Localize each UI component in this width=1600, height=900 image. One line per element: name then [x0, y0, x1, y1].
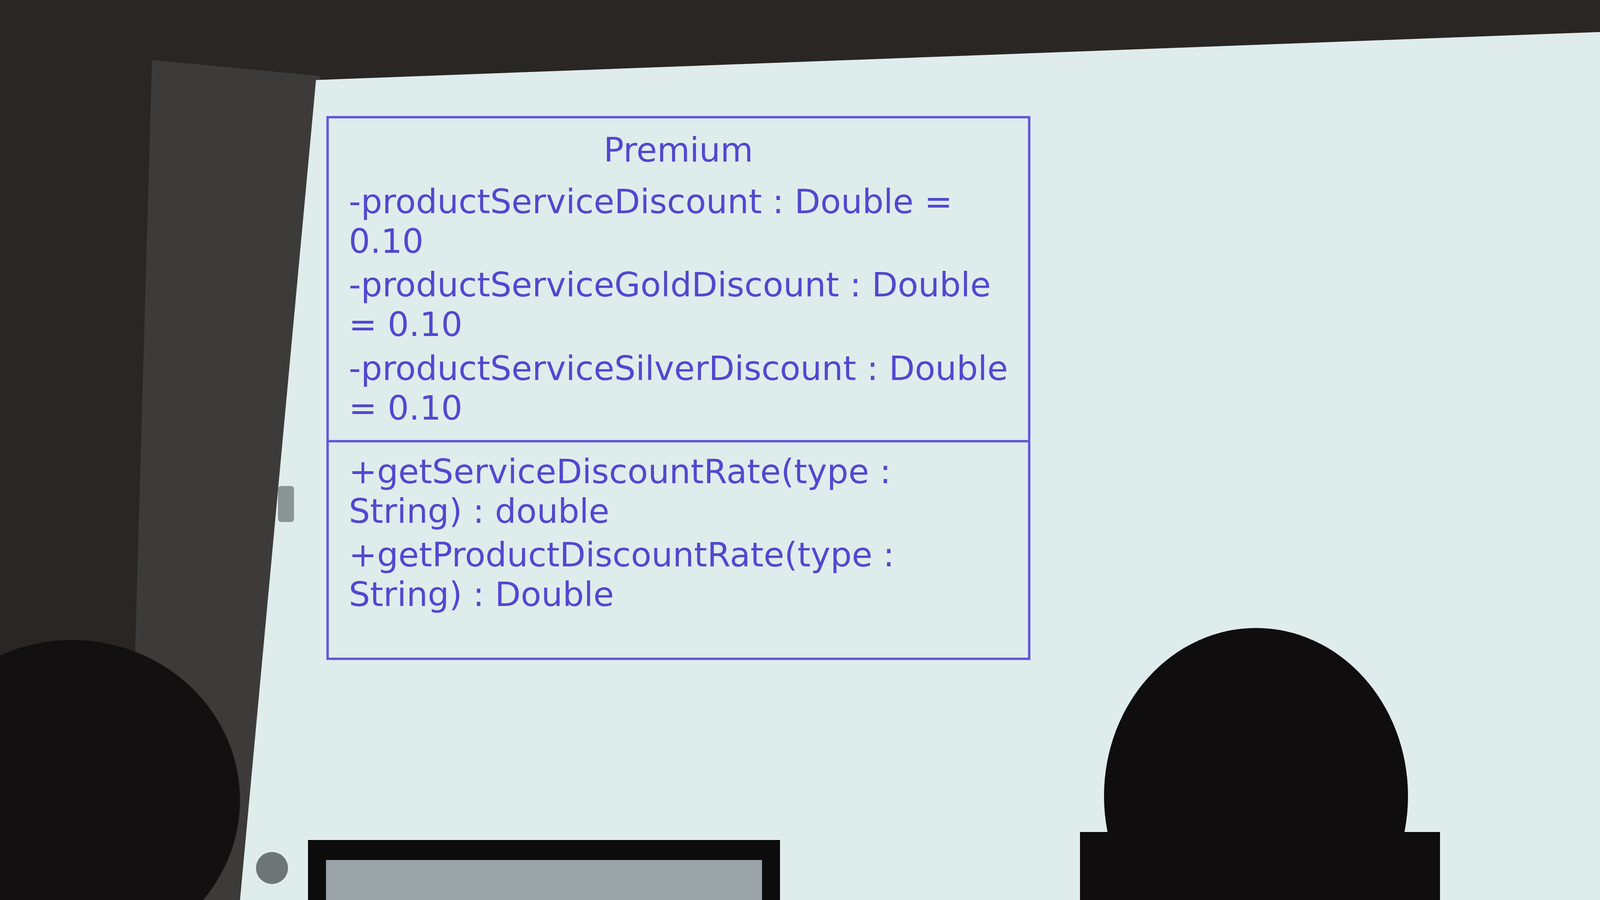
screen-icon — [256, 852, 288, 884]
method: +getServiceDiscountRate(type : String) :… — [348, 452, 1008, 532]
head-silhouette — [0, 640, 240, 900]
attribute: -productServiceGoldDiscount : Double = 0… — [348, 265, 1008, 345]
class-box: Premium -productServiceDiscount : Double … — [326, 116, 1031, 660]
attribute: -productServiceSilverDiscount : Double =… — [348, 348, 1008, 428]
class-name: Premium — [348, 130, 1008, 170]
attribute: -productServiceDiscount : Double = 0.10 — [348, 182, 1008, 262]
laptop — [308, 840, 780, 900]
shoulder-silhouette — [1080, 832, 1440, 900]
screen-tab — [278, 486, 294, 522]
compartment-divider — [328, 440, 1028, 443]
method: +getProductDiscountRate(type : String) :… — [348, 535, 1008, 615]
laptop-screen — [326, 860, 762, 900]
